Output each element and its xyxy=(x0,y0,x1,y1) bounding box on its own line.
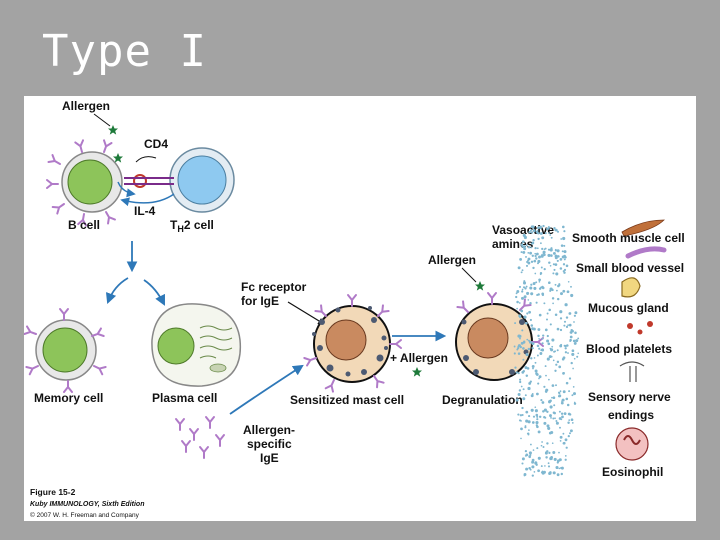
vasoactive-amines-label-2: amines xyxy=(492,237,534,251)
plasma-cell xyxy=(151,303,242,387)
target-sensory-nerve: Sensory nerve xyxy=(588,390,671,404)
figure-number: Figure 15-2 xyxy=(30,487,76,497)
secreted-ige-cluster xyxy=(175,416,225,459)
b-cell xyxy=(46,139,123,227)
allergen-icon xyxy=(412,367,422,377)
th2-cell-label: TH2 cell xyxy=(170,218,214,234)
cd4-synapse xyxy=(117,156,175,207)
figure-copyright: © 2007 W. H. Freeman and Company xyxy=(30,511,140,519)
fc-receptor-label-2: for IgE xyxy=(241,294,279,308)
target-mucous-gland: Mucous gland xyxy=(588,301,669,315)
degranulation-label: Degranulation xyxy=(442,393,523,407)
allergen-icon xyxy=(108,125,118,135)
target-eosinophil: Eosinophil xyxy=(602,465,663,479)
allergen-top-label: Allergen xyxy=(62,99,110,113)
eosinophil-icon xyxy=(615,427,649,461)
cd4-label: CD4 xyxy=(144,137,168,151)
sensitized-mast-cell-label: Sensitized mast cell xyxy=(290,393,404,407)
b-cell-label: B cell xyxy=(68,218,100,232)
target-endings: endings xyxy=(608,408,654,422)
fc-receptor-label-1: Fc receptor xyxy=(241,280,307,294)
small-blood-vessel-icon xyxy=(625,246,667,259)
figure-panel: Allergen CD4 IL-4 B cell TH2 cell xyxy=(24,96,696,521)
th2-cell xyxy=(169,147,235,213)
type-one-hypersensitivity-diagram: Allergen CD4 IL-4 B cell TH2 cell xyxy=(24,99,685,519)
degranulating-mast-cell xyxy=(455,292,544,381)
sensory-nerve-icon xyxy=(619,361,645,382)
smooth-muscle-cell-icon xyxy=(621,219,665,237)
slide-title: Type I xyxy=(42,26,207,77)
allergen-mid-label: Allergen xyxy=(428,253,476,267)
il4-label: IL-4 xyxy=(134,204,156,218)
blood-platelets-icon xyxy=(627,321,653,335)
memory-cell-label: Memory cell xyxy=(34,391,103,405)
allergen-specific-ige-label-3: IgE xyxy=(260,451,279,465)
target-blood-platelets: Blood platelets xyxy=(586,342,672,356)
plasma-cell-label: Plasma cell xyxy=(152,391,217,405)
sensitized-mast-cell xyxy=(303,294,402,393)
vasoactive-amines-spray xyxy=(513,224,580,477)
memory-cell xyxy=(24,308,107,393)
plus-allergen-label: + Allergen xyxy=(390,351,448,365)
target-smooth-muscle-cell: Smooth muscle cell xyxy=(572,231,685,245)
target-small-blood-vessel: Small blood vessel xyxy=(576,261,684,275)
allergen-specific-ige-label-1: Allergen- xyxy=(243,423,295,437)
figure-source: Kuby IMMUNOLOGY, Sixth Edition xyxy=(30,501,144,508)
allergen-specific-ige-label-2: specific xyxy=(247,437,292,451)
allergen-icon xyxy=(475,281,485,291)
mucous-gland-icon xyxy=(621,277,641,298)
